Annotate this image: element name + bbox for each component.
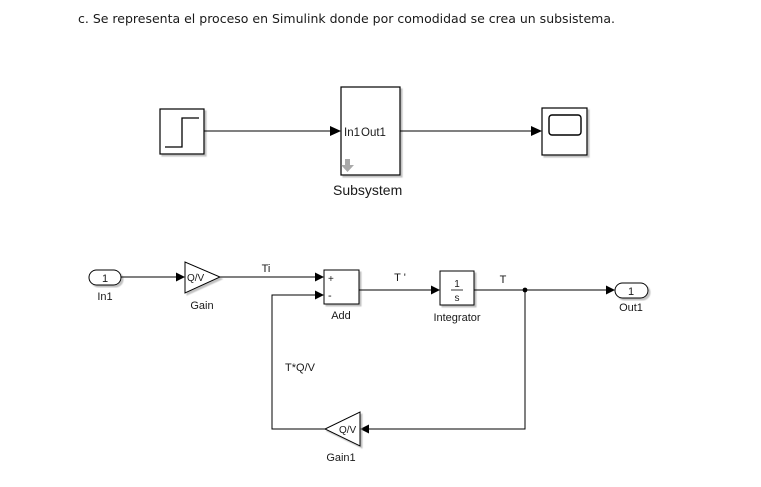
out1-port[interactable]: 1 xyxy=(614,282,649,299)
signal-integrator-to-out1 xyxy=(474,285,615,295)
gain-name: Gain xyxy=(190,300,213,312)
signal-step-to-subsystem xyxy=(204,126,341,136)
gain1-block[interactable]: Q/V xyxy=(323,411,361,447)
signal-gain-to-add xyxy=(220,272,324,282)
add-plus-sign: + xyxy=(328,274,334,285)
signal-subsystem-to-scope xyxy=(400,126,542,136)
integrator-denominator: s xyxy=(455,293,460,304)
integrator-numerator: 1 xyxy=(454,279,460,290)
in1-port[interactable]: 1 xyxy=(88,269,122,286)
look-under-mask-icon xyxy=(341,159,354,172)
signal-gain1-to-add xyxy=(271,290,325,430)
signal-in1-to-gain xyxy=(121,272,185,282)
in1-port-number: 1 xyxy=(102,273,108,285)
subsystem-out-port-label: Out1 xyxy=(361,127,386,139)
add-minus-sign: - xyxy=(328,290,332,302)
subsystem-block[interactable]: In1 Out1 xyxy=(340,86,401,176)
subsystem-in-port-label: In1 xyxy=(344,127,360,139)
signal-label-feedback: T*Q/V xyxy=(285,362,316,374)
add-block[interactable]: + - xyxy=(323,269,360,305)
in1-port-name: In1 xyxy=(97,291,112,303)
step-block[interactable] xyxy=(159,108,205,155)
gain-value: Q/V xyxy=(187,273,205,284)
signal-label-ti: Ti xyxy=(262,263,271,275)
gain-block[interactable]: Q/V xyxy=(184,261,222,294)
out1-port-number: 1 xyxy=(628,286,634,298)
integrator-name: Integrator xyxy=(433,312,480,324)
gain1-value: Q/V xyxy=(339,425,357,436)
signal-label-t: T xyxy=(500,274,507,286)
signal-label-tprime: T ' xyxy=(394,272,406,284)
signal-feedback-to-gain1 xyxy=(360,290,526,434)
add-name: Add xyxy=(331,310,351,322)
integrator-block[interactable]: 1 s xyxy=(439,270,475,306)
subsystem-name-label: Subsystem xyxy=(333,182,402,198)
out1-port-name: Out1 xyxy=(619,302,643,314)
caption-text: c. Se representa el proceso en Simulink … xyxy=(78,11,615,26)
gain1-name: Gain1 xyxy=(326,452,355,464)
signal-add-to-integrator xyxy=(359,285,440,295)
scope-screen-icon xyxy=(548,114,582,136)
step-icon xyxy=(165,117,199,148)
scope-block[interactable] xyxy=(541,107,588,156)
